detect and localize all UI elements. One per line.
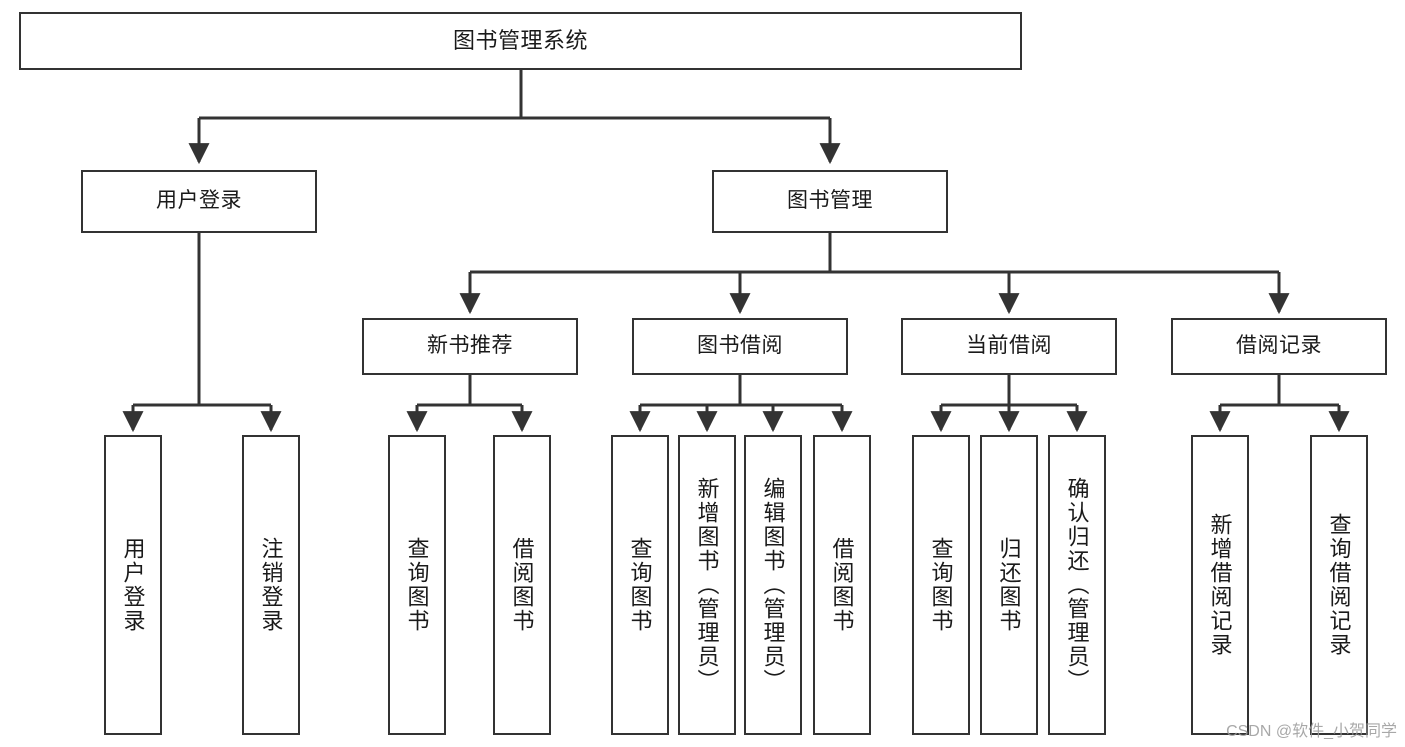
node-label: 用户登录 — [156, 189, 242, 213]
node-label: 查询图书 — [627, 537, 653, 633]
node-root-book-management-system[interactable]: 图书管理系统 — [19, 12, 1022, 70]
watermark-text: CSDN @软件_小贺同学 — [1226, 723, 1397, 740]
node-new-book-recommendation[interactable]: 新书推荐 — [362, 318, 578, 375]
leaf-add-borrow-record[interactable]: 新增借阅记录 — [1191, 435, 1249, 735]
node-label: 图书管理 — [787, 189, 873, 213]
node-borrowing-records[interactable]: 借阅记录 — [1171, 318, 1387, 375]
node-label: 当前借阅 — [966, 334, 1052, 358]
leaf-edit-book-admin[interactable]: 编辑图书（管理员） — [744, 435, 802, 735]
node-current-borrowing[interactable]: 当前借阅 — [901, 318, 1117, 375]
node-label: 图书借阅 — [697, 334, 783, 358]
node-label: 借阅图书 — [509, 537, 535, 633]
node-label: 图书管理系统 — [452, 28, 588, 54]
node-book-borrowing[interactable]: 图书借阅 — [632, 318, 848, 375]
node-label: 注销登录 — [258, 537, 284, 633]
node-label: 查询图书 — [404, 537, 430, 633]
node-label: 新增图书（管理员） — [694, 477, 720, 693]
node-label: 编辑图书（管理员） — [760, 477, 786, 693]
node-label: 新书推荐 — [427, 334, 513, 358]
leaf-borrow-book-borrowing[interactable]: 借阅图书 — [813, 435, 871, 735]
node-label: 用户登录 — [120, 537, 146, 633]
node-label: 新增借阅记录 — [1207, 513, 1233, 657]
leaf-add-book-admin[interactable]: 新增图书（管理员） — [678, 435, 736, 735]
leaf-return-book[interactable]: 归还图书 — [980, 435, 1038, 735]
node-label: 归还图书 — [996, 537, 1022, 633]
node-label: 确认归还（管理员） — [1064, 477, 1090, 693]
leaf-logout[interactable]: 注销登录 — [242, 435, 300, 735]
node-user-login[interactable]: 用户登录 — [81, 170, 317, 233]
leaf-borrow-book-recommendation[interactable]: 借阅图书 — [493, 435, 551, 735]
leaf-query-book-recommendation[interactable]: 查询图书 — [388, 435, 446, 735]
leaf-query-book-current[interactable]: 查询图书 — [912, 435, 970, 735]
node-label: 借阅记录 — [1236, 334, 1322, 358]
leaf-confirm-return-admin[interactable]: 确认归还（管理员） — [1048, 435, 1106, 735]
leaf-query-borrow-record[interactable]: 查询借阅记录 — [1310, 435, 1368, 735]
node-label: 借阅图书 — [829, 537, 855, 633]
node-label: 查询借阅记录 — [1326, 513, 1352, 657]
node-label: 查询图书 — [928, 537, 954, 633]
leaf-query-book-borrowing[interactable]: 查询图书 — [611, 435, 669, 735]
node-book-management[interactable]: 图书管理 — [712, 170, 948, 233]
leaf-user-login[interactable]: 用户登录 — [104, 435, 162, 735]
